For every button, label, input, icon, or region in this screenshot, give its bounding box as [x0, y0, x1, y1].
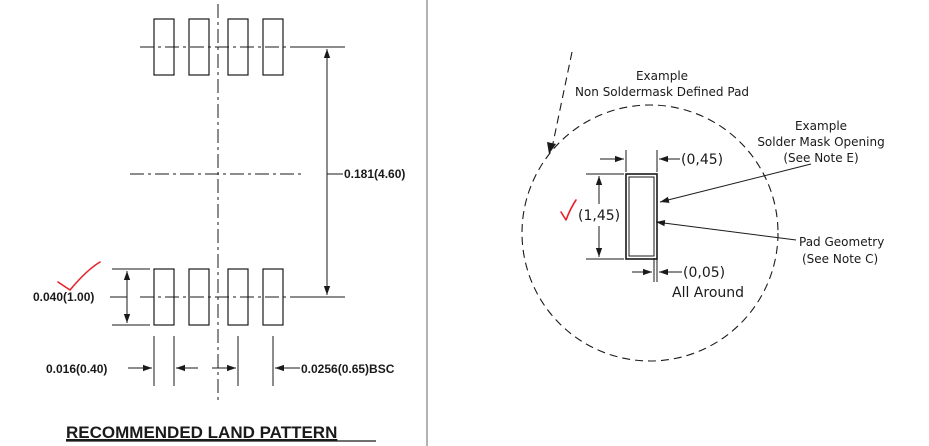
pad-width-label: (0,45): [681, 152, 723, 168]
pad-length-dimension-label: 0.040(1.00): [33, 290, 94, 304]
checkmark-left: [57, 261, 101, 291]
left-land-pattern: 0.181(4.60) 0.040(1.00) 0.016(0.40) 0.02…: [33, 4, 405, 442]
solder-mask-opening: [625, 173, 658, 260]
non-soldermask-label: Non Soldermask Defined Pad: [575, 85, 749, 99]
pad-geometry-label: Pad Geometry: [799, 235, 884, 249]
pad-width-dimension-label: 0.016(0.40): [46, 362, 107, 376]
checkmark-right: [560, 199, 577, 221]
pad-geometry: [628, 176, 655, 257]
pitch-dimension-label: 0.0256(0.65)BSC: [301, 362, 395, 376]
mask-example-label: Example: [795, 119, 847, 133]
all-around-label: All Around: [672, 285, 744, 301]
clearance-label: (0,05): [683, 265, 725, 281]
mask-opening-label: Solder Mask Opening: [757, 135, 884, 149]
mask-note-label: (See Note E): [783, 151, 858, 165]
recommended-land-pattern-title: RECOMMENDED LAND PATTERN: [66, 423, 337, 442]
right-pad-detail: Example Non Soldermask Defined Pad (0,45…: [521, 51, 885, 362]
pad-geometry-note-label: (See Note C): [802, 252, 878, 266]
example-label-1: Example: [636, 69, 688, 83]
pad-height-label: (1,45): [578, 208, 620, 224]
non-soldermask-pad-circle: [521, 104, 779, 362]
height-dimension-label: 0.181(4.60): [344, 167, 405, 181]
